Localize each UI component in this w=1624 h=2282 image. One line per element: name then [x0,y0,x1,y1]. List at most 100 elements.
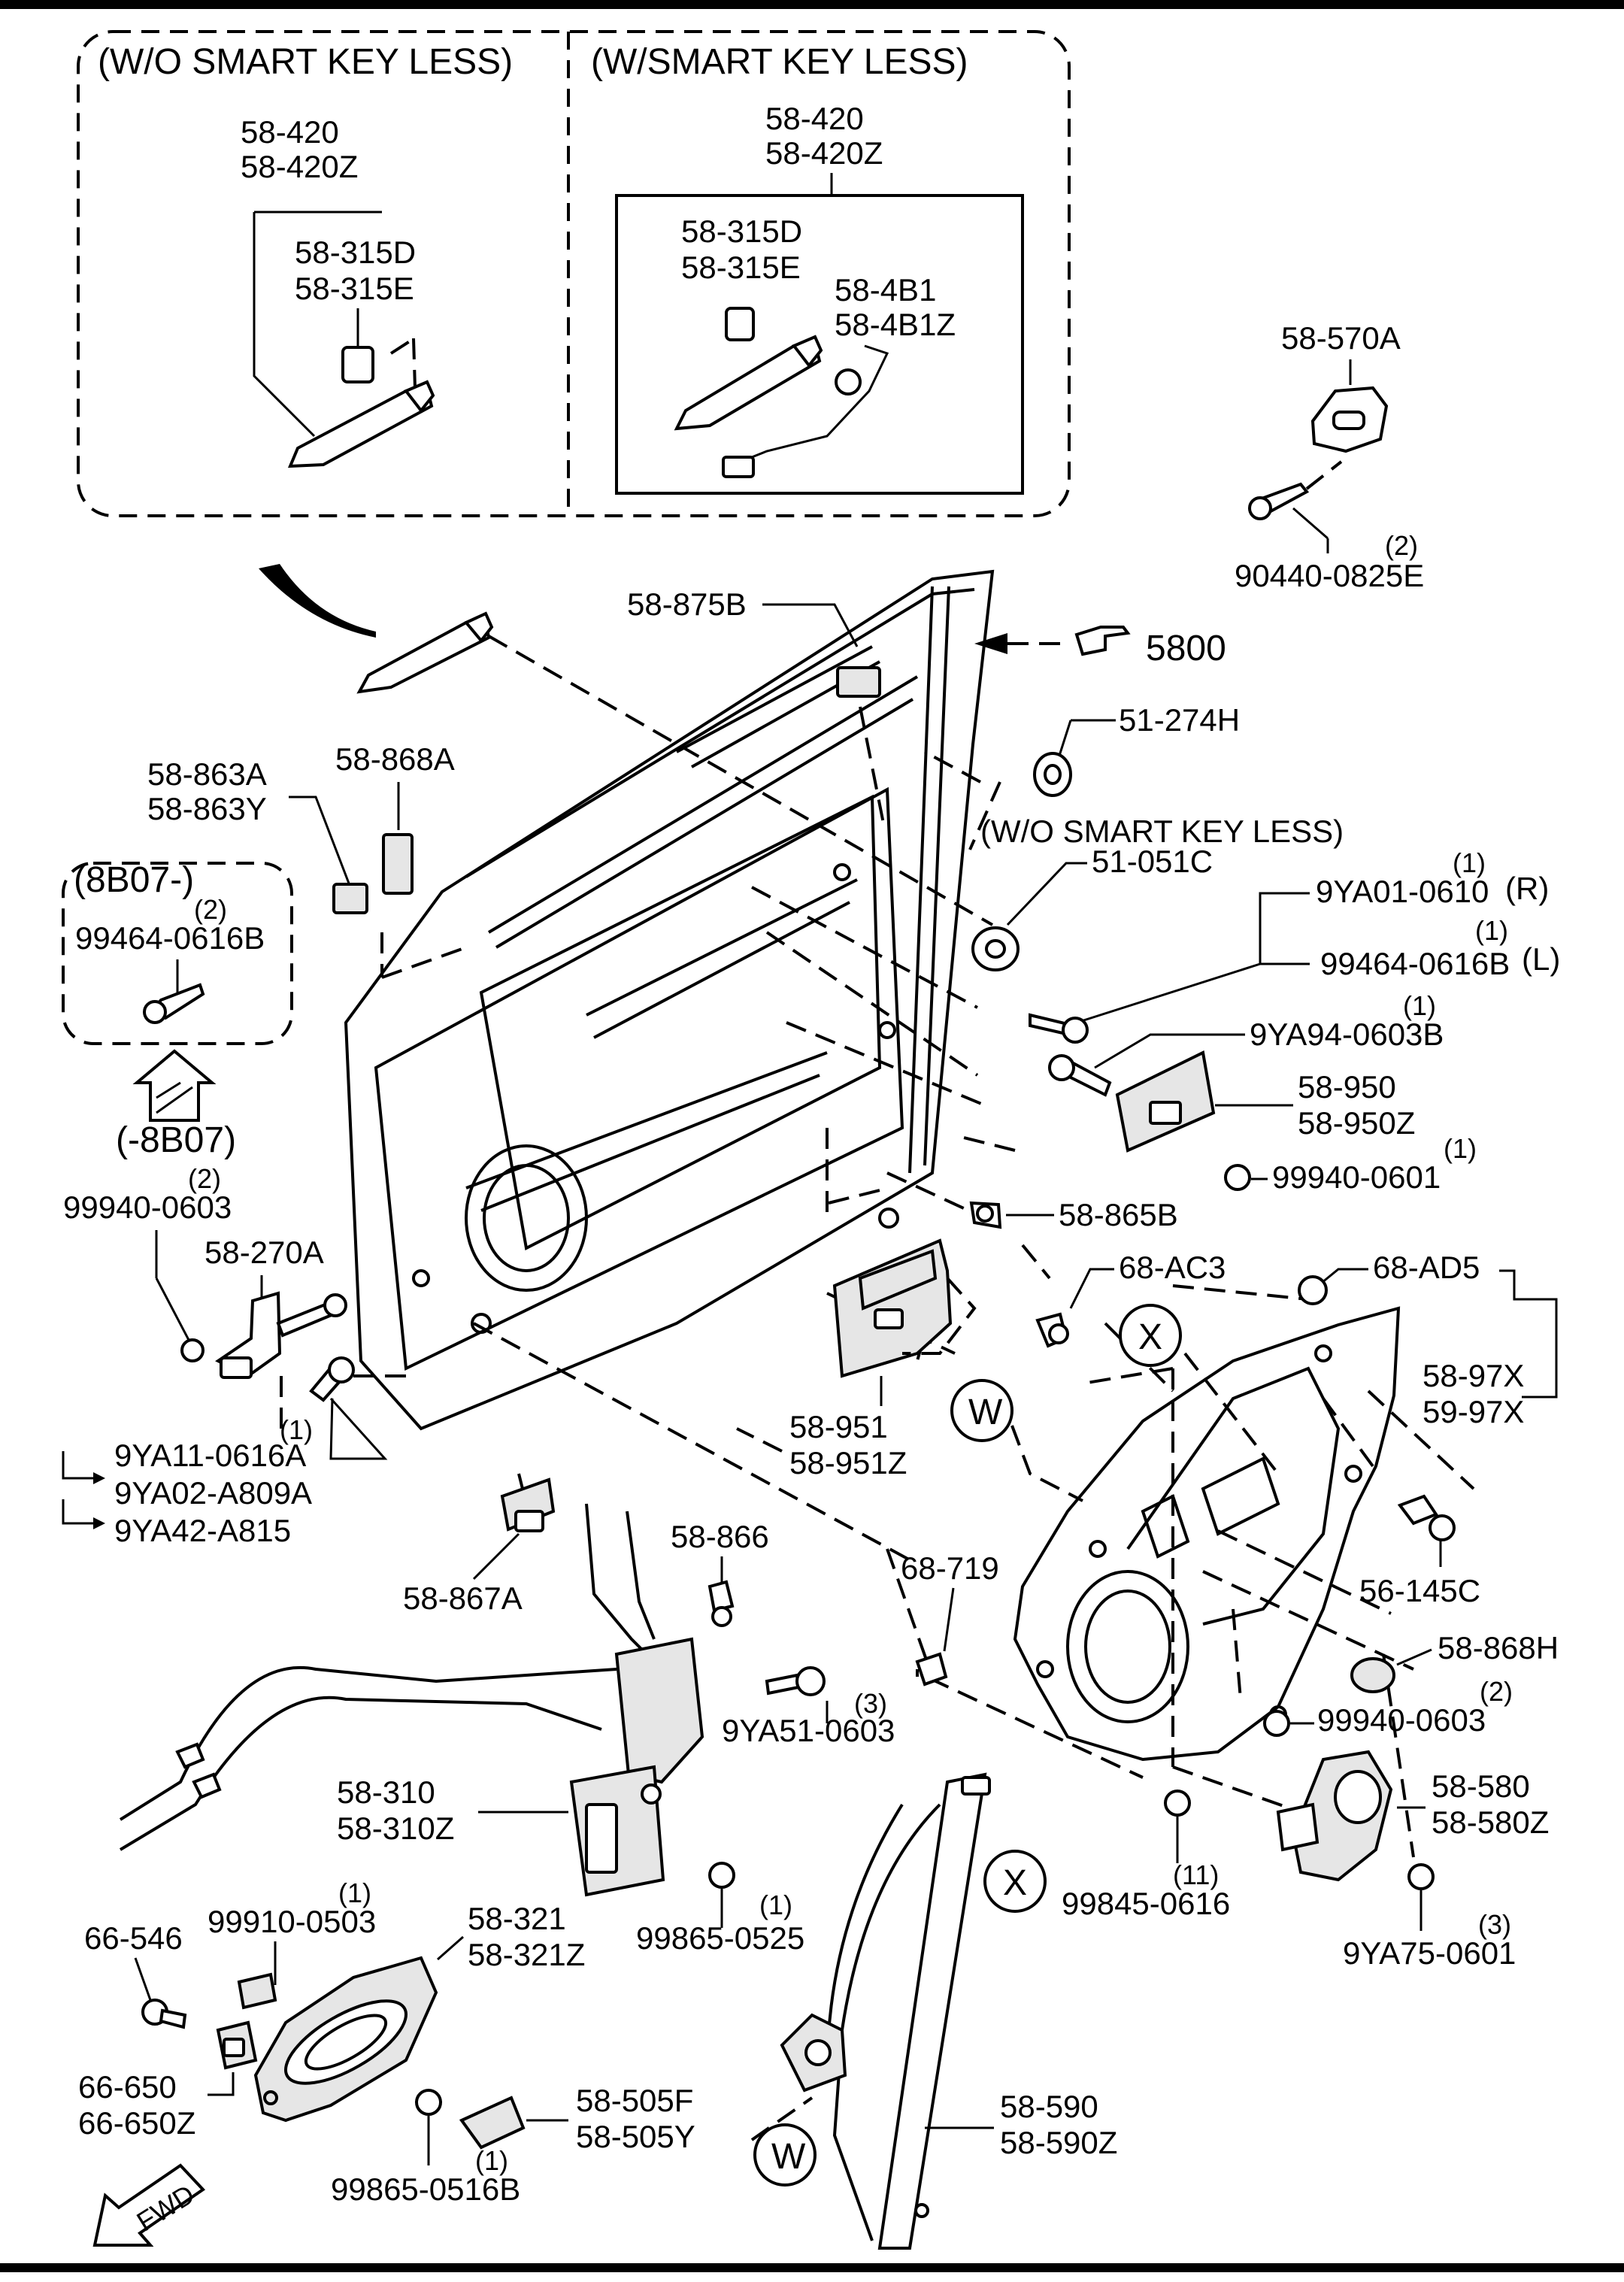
cap-868h-part [1350,1657,1395,1693]
label-58-321: 58-321 [468,1901,566,1936]
label-58-420z-b: 58-420Z [765,135,883,171]
label-66-546: 66-546 [84,1920,183,1956]
switch-650-part [216,2020,258,2070]
label-58-315e-a: 58-315E [295,271,414,306]
label-99940-0601-qty: (1) [1444,1133,1477,1164]
mark-x-1-circle [1119,1304,1182,1367]
label-9ya94-0603b: 9YA94-0603B [1250,1017,1444,1052]
screw-0616-part [1164,1790,1191,1817]
supersede-arrowhead-2 [93,1517,105,1529]
supersede-arrow-2 [62,1499,93,1525]
check-strap-part [180,1291,347,1379]
label-99865-0516b-qty: (1) [475,2145,508,2176]
smart-key-options-box [77,30,1071,517]
leader-867a [472,1532,520,1580]
clip-866-part [707,1580,735,1627]
range-bolt-part [143,983,205,1024]
label-99464-qty: (1) [1475,915,1508,946]
curved-arrow [259,564,376,638]
clip-ac3-part [1035,1312,1069,1348]
label-9ya51-0603: 9YA51-0603 [722,1713,895,1748]
label-99845-0616-qty: (11) [1173,1859,1219,1890]
label-99940-0601: 99940-0601 [1272,1159,1441,1195]
label-56-145c: 56-145C [1359,1573,1480,1608]
leader-0603-left-b [155,1277,191,1342]
label-9ya02-a809a: 9YA02-A809A [114,1475,312,1511]
leader-ad5 [1321,1268,1368,1284]
mark-x-1: X [1138,1317,1162,1357]
label-9ya01-qty: (1) [1453,847,1486,878]
label-58-270a: 58-270A [205,1235,324,1270]
screw-0516-part [415,2089,442,2116]
label-99940-0603-qty: (2) [188,1163,221,1194]
leader-719 [943,1587,955,1652]
supersede-arrow-1 [62,1451,93,1480]
label-99910-0503-qty: (1) [338,1877,371,1908]
top-border [0,0,1624,9]
label-51-051c: 51-051C [1092,844,1213,879]
fwd-arrow: FWD [92,2163,206,2247]
nut-0601-part [1224,1164,1251,1191]
clip-145c-part [1397,1494,1456,1541]
label-58-863y: 58-863Y [147,791,267,826]
label-58-875b: 58-875B [627,586,747,622]
clip-546-part [141,1999,187,2029]
leader-9ya01-b [1076,962,1261,1024]
label-58-505f: 58-505F [576,2083,693,2118]
label-58-950: 58-950 [1298,1069,1396,1105]
label-68-ad5: 68-AD5 [1373,1250,1480,1285]
label-58-4b1: 58-4B1 [835,272,936,308]
leader-546 [134,1957,152,2001]
label-9ya42-a815: 9YA42-A815 [114,1513,291,1548]
label-range-from: (8B07-) [74,860,194,900]
mark-w-2: W [771,2137,806,2177]
mark-x-2: X [1003,1863,1027,1903]
label-58-310z: 58-310Z [337,1811,454,1846]
label-90440-0825e: 90440-0825E [1235,558,1424,593]
label-68-719: 68-719 [901,1550,999,1586]
leader-handle-a [253,211,382,438]
clip-867a-part [500,1477,556,1532]
lock-rods [585,1503,656,1656]
label-99865-0525-qty: (1) [759,1890,792,1920]
leader-868h [1396,1648,1432,1666]
leader-9ya94 [1094,1033,1245,1069]
cap-505f-part [459,2096,526,2150]
clip-ad5-part [1298,1275,1328,1305]
mark-w-2-circle [753,2123,817,2187]
bottom-border [0,2263,1624,2272]
assembly-dashed-lines [280,635,1475,1858]
label-99865-0516b: 99865-0516B [331,2171,520,2207]
window-motor-part [1276,1750,1393,1882]
label-58-505y: 58-505Y [576,2119,695,2154]
supersede-arrowhead-1 [93,1472,105,1484]
label-58-590z: 58-590Z [1000,2125,1117,2160]
leader-274h-b [1057,720,1072,759]
carrier-panel-part [1013,1306,1401,1762]
leader-051c [1006,862,1087,926]
header-wo-smart: (W/O SMART KEY LESS) [98,42,513,82]
label-9ya94-qty: (1) [1403,990,1436,1021]
bolt-9ya51-part [765,1673,801,1696]
leader-863 [289,796,352,888]
label-58-570a: 58-570A [1281,320,1401,356]
label-66-650: 66-650 [78,2069,177,2105]
range-box [62,862,293,1045]
label-66-650z: 66-650Z [78,2105,195,2141]
switch-950-part [1115,1050,1216,1153]
label-99940-0603b: 99940-0603 [1317,1702,1486,1738]
label-58-863a: 58-863A [147,756,267,792]
bolt-9ya11-part [309,1356,355,1402]
clip-865b-part [969,1201,1002,1229]
leader-mark-w-1 [1010,1425,1083,1502]
screw-0525-part [708,1862,735,1889]
door-latch-part [569,1637,704,1897]
seal-875b-part [836,666,881,698]
striker-drawing [1248,386,1389,520]
grommet-274h-hole [1044,764,1062,785]
label-58-950z: 58-950Z [1298,1105,1415,1141]
label-99464-range-qty: (2) [194,894,227,925]
label-58-420-b: 58-420 [765,101,864,136]
label-9ya11-0616a: 9YA11-0616A [114,1438,306,1473]
